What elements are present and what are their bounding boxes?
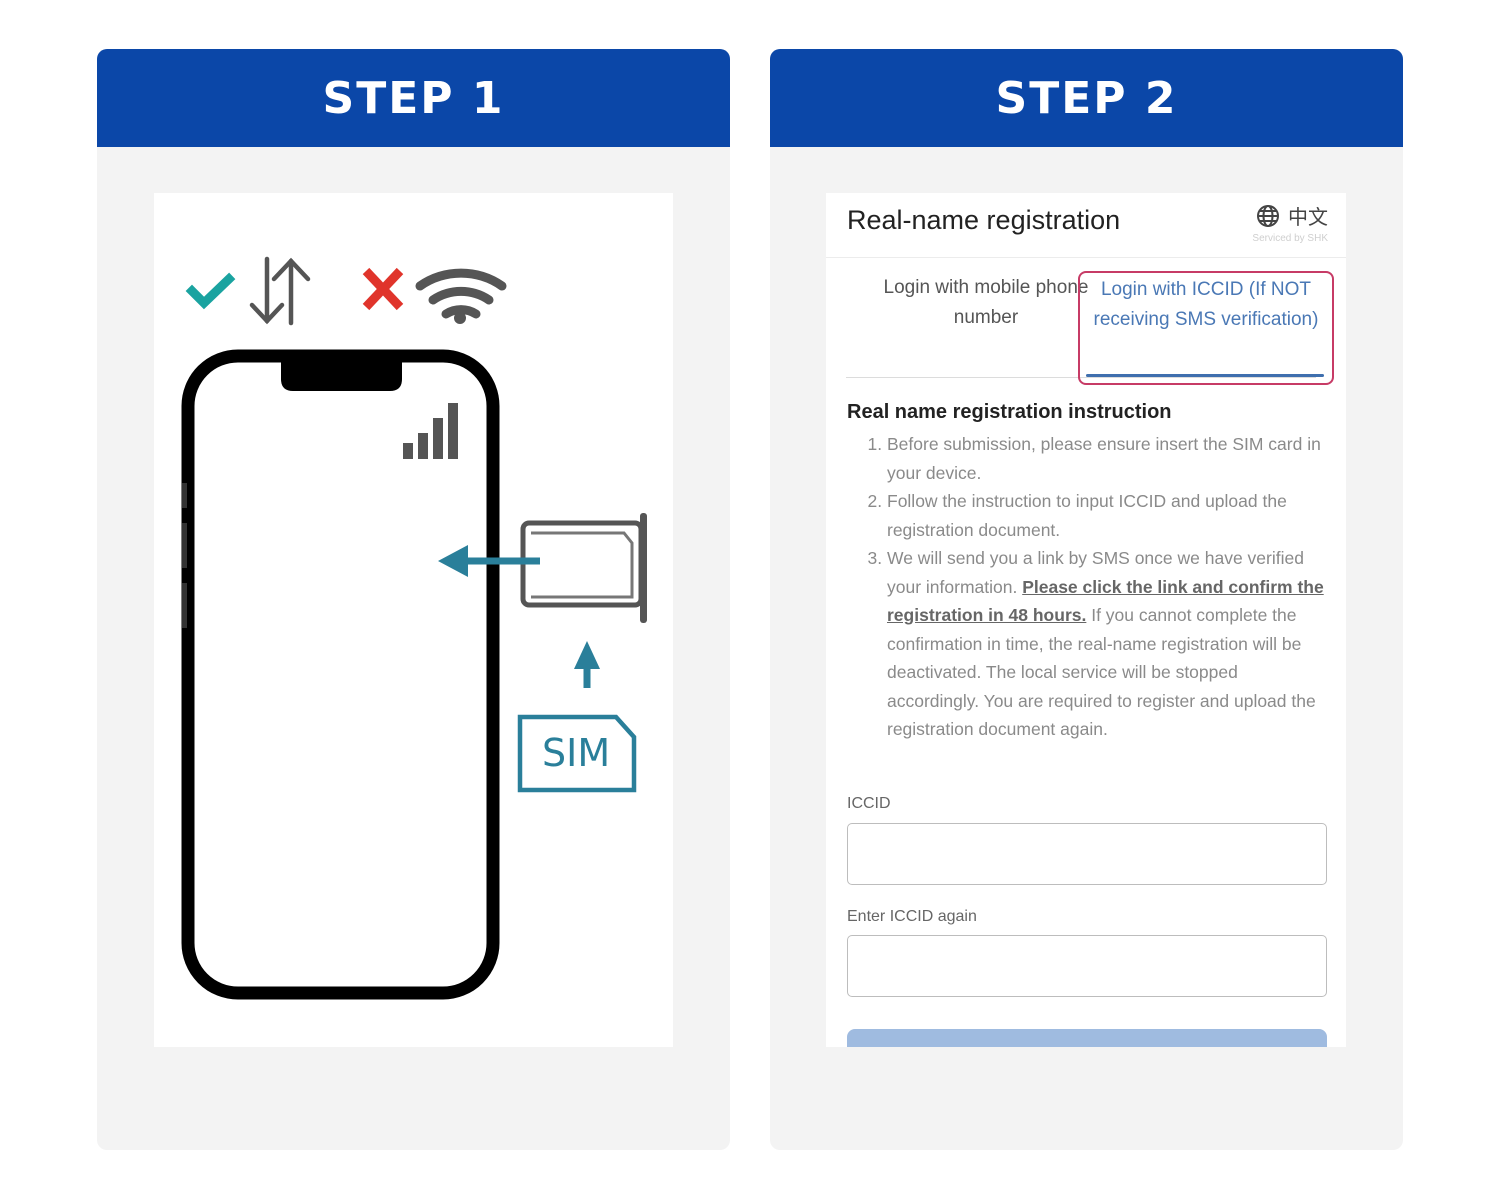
confirm-link-text[interactable]: Please click the link and confirm the re… [887, 576, 1324, 626]
login-tabs: Login with mobile phone number Login wit… [846, 271, 1336, 385]
step-2-header: STEP 2 [770, 49, 1403, 147]
tab-login-iccid[interactable]: Login with ICCID (If NOT receiving SMS v… [1078, 271, 1334, 385]
iccid-input[interactable] [847, 823, 1327, 885]
wifi-icon [415, 268, 507, 319]
step-1-header: STEP 1 [97, 49, 730, 147]
tab-login-iccid-label: Login with ICCID (If NOT receiving SMS v… [1093, 279, 1319, 330]
sim-label: SIM [542, 731, 611, 775]
registration-header: Real-name registration 中文 Serviced by SH… [826, 193, 1346, 258]
mobile-data-arrows-icon [249, 256, 311, 326]
language-switch[interactable]: 中文 [1256, 201, 1328, 230]
instruction-text: If you cannot complete the confirmation … [887, 605, 1316, 739]
iccid-confirm-label: Enter ICCID again [847, 908, 977, 925]
active-tab-indicator [1086, 374, 1324, 377]
step-2-card: STEP 2 Real-name registration 中文 Service… [770, 49, 1403, 1150]
sim-card-icon [517, 714, 637, 793]
instruction-item: Before submission, please ensure insert … [887, 430, 1332, 487]
instruction-item: Follow the instruction to input ICCID an… [887, 487, 1332, 544]
iccid-confirm-input[interactable] [847, 935, 1327, 997]
cross-icon [362, 267, 404, 311]
insert-arrow-icon [438, 545, 540, 577]
tab-login-mobile[interactable]: Login with mobile phone number [883, 277, 1089, 328]
instruction-text: We will send you a link by SMS once we h… [887, 548, 1304, 597]
page-title: Real-name registration [847, 205, 1121, 235]
phone-icon [181, 349, 500, 1000]
registration-form-screenshot: Real-name registration 中文 Serviced by SH… [826, 193, 1346, 1047]
iccid-label: ICCID [847, 795, 891, 812]
signal-bars-icon [403, 403, 458, 459]
instructions-heading: Real name registration instruction [847, 401, 1172, 423]
step-1-card: STEP 1 [97, 49, 730, 1150]
submit-button[interactable] [847, 1029, 1327, 1047]
served-by-text: Serviced by SHK [1252, 233, 1328, 244]
sim-insert-illustration: SIM [154, 193, 673, 1047]
sim-tray-icon [520, 513, 647, 623]
instructions-list: Before submission, please ensure insert … [847, 430, 1332, 744]
globe-icon [1257, 204, 1279, 227]
language-label: 中文 [1288, 207, 1328, 229]
up-arrow-icon [574, 641, 600, 688]
instruction-item: We will send you a link by SMS once we h… [887, 544, 1332, 744]
instructions-section: Real name registration instruction Befor… [847, 401, 1332, 744]
check-icon [185, 272, 236, 310]
